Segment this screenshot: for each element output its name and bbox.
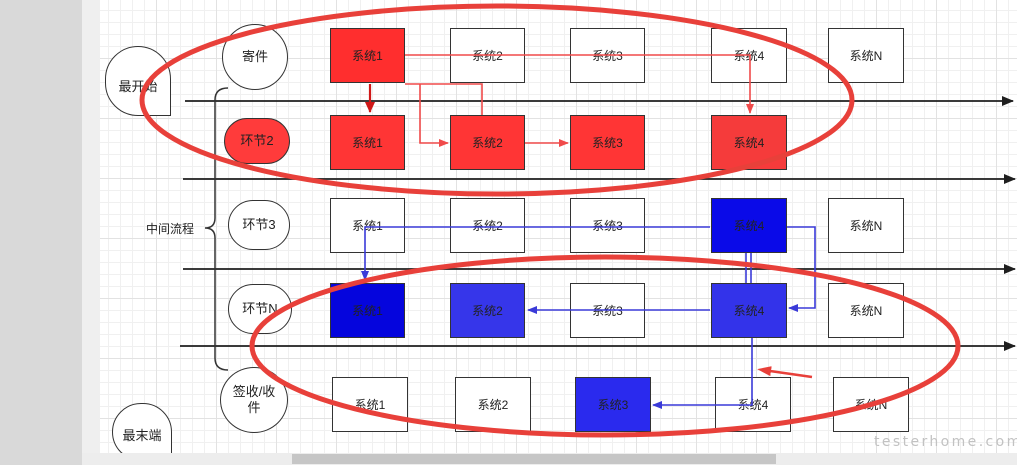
- stage-3-shape[interactable]: 环节3: [228, 200, 290, 250]
- canvas-outer-margin: [0, 0, 82, 465]
- blue-flow-connectors: [361, 226, 816, 409]
- horizontal-scrollbar[interactable]: [82, 453, 1017, 465]
- red-annotation-ellipse-bottom[interactable]: [249, 254, 961, 438]
- system-box-row3-n[interactable]: 系统N: [828, 198, 904, 253]
- stage-end-shape[interactable]: 最末端: [112, 403, 172, 461]
- middle-process-label[interactable]: 中间流程: [146, 222, 195, 236]
- system-box-row2-1[interactable]: 系统1: [330, 115, 405, 170]
- system-box-row2-3[interactable]: 系统3: [570, 115, 645, 170]
- system-box-row4-2[interactable]: 系统2: [450, 283, 525, 338]
- system-box-row5-2[interactable]: 系统2: [455, 377, 531, 432]
- canvas-page-edge: [82, 0, 100, 453]
- system-box-row4-4[interactable]: 系统4: [711, 283, 787, 338]
- red-annotation-arrow[interactable]: [757, 366, 813, 379]
- system-label: 系统3: [592, 219, 623, 233]
- system-label: 系统1: [352, 136, 383, 150]
- system-box-row3-3[interactable]: 系统3: [570, 198, 645, 253]
- system-label: 系统3: [592, 49, 623, 63]
- stage-send-label: 寄件: [241, 49, 268, 64]
- system-box-row2-2[interactable]: 系统2: [450, 115, 525, 170]
- stage-receive-label-line-1: 签收/收: [232, 384, 276, 399]
- system-box-row3-4[interactable]: 系统4: [711, 198, 787, 253]
- system-label: 系统3: [592, 304, 623, 318]
- blue-connector-sys4-to-sys1[interactable]: [361, 226, 710, 281]
- stage-3-label: 环节3: [242, 217, 276, 232]
- system-label: 系统4: [733, 219, 765, 233]
- system-label: 系统1: [352, 49, 383, 63]
- system-box-row5-3[interactable]: 系统3: [575, 377, 651, 432]
- system-label: 系统1: [352, 219, 383, 233]
- red-connector-sys1-to-sys4[interactable]: [405, 54, 754, 114]
- system-label: 系统2: [477, 398, 509, 412]
- system-label: 系统3: [597, 398, 629, 412]
- horizontal-scrollbar-thumb[interactable]: [292, 454, 776, 464]
- system-box-row3-2[interactable]: 系统2: [450, 198, 525, 253]
- stage-n-label: 环节N: [242, 301, 278, 316]
- system-label: 系统4: [733, 304, 765, 318]
- system-label: 系统3: [592, 136, 623, 150]
- system-label: 系统4: [733, 136, 765, 150]
- stage-2-label: 环节2: [240, 133, 274, 148]
- stage-receive-label-line-2: 件: [247, 400, 261, 415]
- system-label: 系统4: [737, 398, 769, 412]
- system-label: 系统2: [472, 49, 503, 63]
- blue-connector-sys4-loop[interactable]: [787, 226, 816, 312]
- middle-process-brace[interactable]: [204, 87, 229, 371]
- system-box-row1-1[interactable]: 系统1: [330, 28, 405, 83]
- stage-2-shape[interactable]: 环节2: [224, 118, 290, 164]
- red-connector-sys1-to-sys2-side[interactable]: [419, 84, 449, 147]
- stage-end-label: 最末端: [122, 428, 162, 443]
- red-annotation-ellipse-top[interactable]: [139, 3, 855, 197]
- lane-divider-arrows: [180, 96, 1016, 351]
- blue-connector-sys4-to-sys3[interactable]: [652, 338, 753, 409]
- system-label: 系统2: [472, 304, 503, 318]
- system-label: 系统N: [849, 219, 883, 233]
- system-label: 系统N: [849, 304, 883, 318]
- system-label: 系统4: [733, 49, 765, 63]
- watermark: testerhome.com: [874, 434, 1017, 450]
- system-label: 系统2: [472, 136, 503, 150]
- red-connector-sys1-to-sys2-top[interactable]: [405, 83, 483, 115]
- system-label: 系统2: [472, 219, 503, 233]
- system-box-row3-1[interactable]: 系统1: [330, 198, 405, 253]
- system-label: 系统1: [352, 304, 383, 318]
- system-label: 系统N: [849, 49, 883, 63]
- system-box-row5-1[interactable]: 系统1: [332, 377, 408, 432]
- system-box-row4-1[interactable]: 系统1: [330, 283, 405, 338]
- red-flow-connectors: [365, 54, 754, 147]
